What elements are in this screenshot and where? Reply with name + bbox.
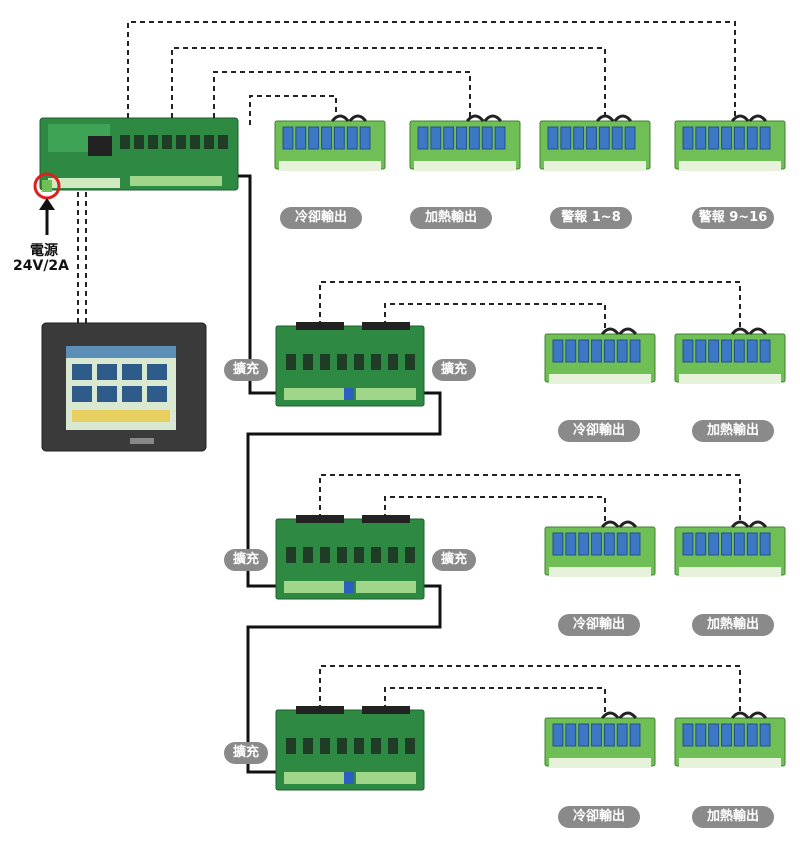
- main-output-label-cooling: 冷卻輸出: [280, 207, 362, 229]
- main-output-label-heating: 加熱輸出: [410, 207, 492, 229]
- exp2-dashed-links: [319, 474, 741, 523]
- exp3-dashed-links: [319, 665, 741, 714]
- touch-panel-icon: [41, 322, 207, 452]
- exp1-dashed-links: [319, 281, 741, 330]
- expansion-board-2: [275, 515, 425, 600]
- exp3-output-label-cooling: 冷卻輸出: [558, 806, 640, 828]
- power-title: 電源: [30, 243, 58, 259]
- relay-module-alarm-1-8: [539, 114, 651, 171]
- main-controller-board: [39, 117, 239, 191]
- exp1-relay-module-cooling: [544, 327, 656, 384]
- exp1-output-label-cooling: 冷卻輸出: [558, 420, 640, 442]
- expansion-label-1-left: 擴充: [224, 359, 268, 381]
- exp3-relay-module-cooling: [544, 711, 656, 768]
- exp1-output-label-heating: 加熱輸出: [692, 420, 774, 442]
- main-output-label-alarm-9-16: 警報 9~16: [692, 207, 774, 229]
- exp2-relay-module-cooling: [544, 520, 656, 577]
- exp1-relay-module-heating: [674, 327, 786, 384]
- relay-module-cooling: [274, 114, 386, 171]
- expansion-board-3: [275, 706, 425, 791]
- expansion-label-2-left: 擴充: [224, 549, 268, 571]
- exp3-relay-module-heating: [674, 711, 786, 768]
- arrow-up-icon: [39, 198, 55, 235]
- exp2-output-label-heating: 加熱輸出: [692, 614, 774, 636]
- expansion-label-2-right: 擴充: [432, 549, 476, 571]
- expansion-label-3-left: 擴充: [224, 742, 268, 764]
- exp3-output-label-heating: 加熱輸出: [692, 806, 774, 828]
- relay-module-alarm-9-16: [674, 114, 786, 171]
- expansion-label-1-right: 擴充: [432, 359, 476, 381]
- power-spec: 24V/2A: [13, 258, 70, 274]
- exp2-output-label-cooling: 冷卻輸出: [558, 614, 640, 636]
- relay-module-heating: [409, 114, 521, 171]
- expansion-board-1: [275, 322, 425, 407]
- exp2-relay-module-heating: [674, 520, 786, 577]
- main-output-label-alarm-1-8: 警報 1~8: [550, 207, 632, 229]
